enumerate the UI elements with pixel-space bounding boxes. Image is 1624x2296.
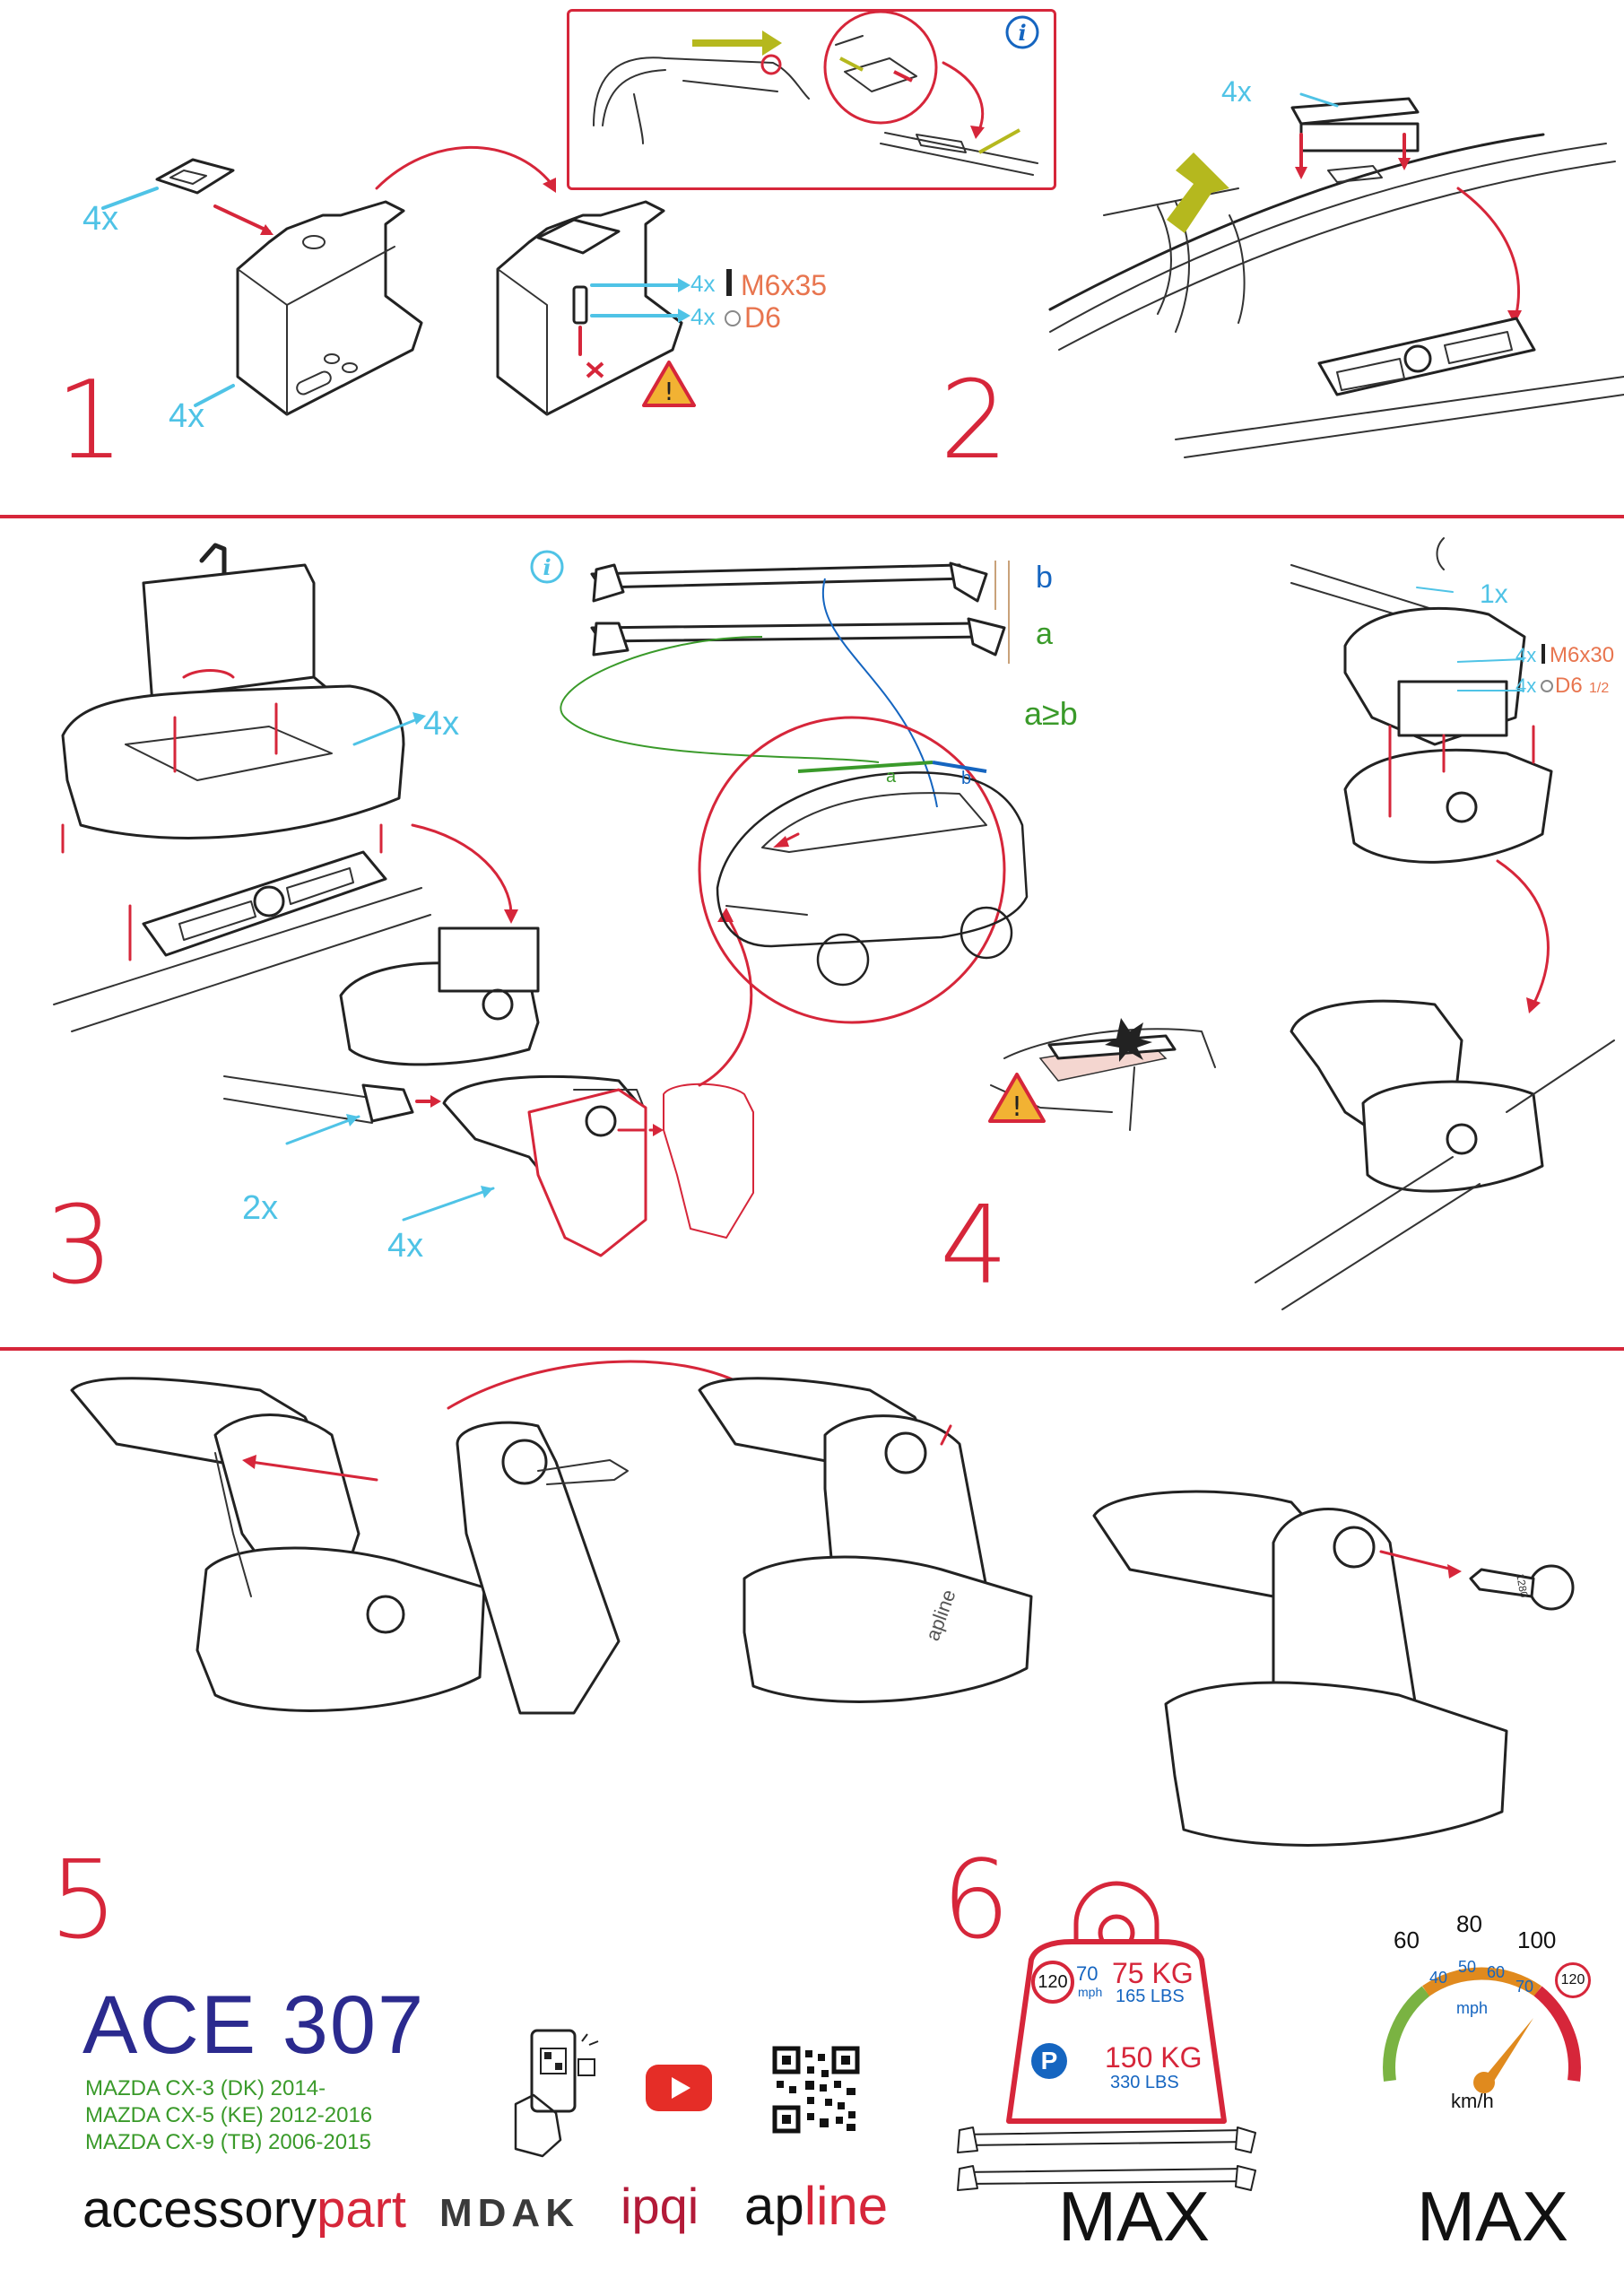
speed-limit-sign: 120 bbox=[1031, 1961, 1074, 2004]
step3-label-b: b bbox=[1036, 561, 1053, 595]
youtube-icon bbox=[646, 2065, 712, 2111]
dynamic-load-kg: 75 KG bbox=[1112, 1957, 1194, 1989]
speedometer-icon bbox=[1383, 1967, 1581, 2093]
step4-key-turn: 1x bbox=[1480, 579, 1508, 609]
step-number-5: 5 bbox=[49, 1839, 118, 1963]
step2-pad-qty: 4x bbox=[1221, 75, 1252, 108]
step3-marker-b: b bbox=[961, 769, 972, 788]
dynamic-load-lbs: 165 LBS bbox=[1116, 1987, 1185, 2006]
speedo-tick-100: 100 bbox=[1517, 1926, 1557, 1953]
step-number-3: 3 bbox=[45, 1184, 114, 1309]
step3-rule: a≥b bbox=[1024, 695, 1078, 732]
info-icon: i bbox=[1005, 15, 1039, 49]
brand-apline: apline bbox=[744, 2179, 888, 2233]
step3-endcap-qty: 2x bbox=[242, 1189, 279, 1227]
max-load-label: MAX bbox=[1058, 2177, 1211, 2256]
svg-text:i: i bbox=[1018, 20, 1026, 46]
warning-icon: ! bbox=[988, 1073, 1046, 1123]
max-speed-label: MAX bbox=[1417, 2177, 1569, 2256]
static-load-kg: 150 KG bbox=[1105, 2041, 1203, 2074]
parking-symbol: P bbox=[1040, 2047, 1058, 2074]
speedo-inner-40: 40 bbox=[1429, 1969, 1448, 1987]
step4-roof-warning-illustration bbox=[990, 1018, 1216, 1131]
brand-accessorypart-a: accessory bbox=[83, 2180, 317, 2239]
bolt-icon bbox=[1541, 644, 1545, 664]
qr-code-icon bbox=[771, 2045, 861, 2135]
svg-text:!: ! bbox=[664, 377, 673, 406]
step4-illustration bbox=[1255, 537, 1615, 1310]
step1-illustration bbox=[101, 145, 690, 416]
speed-limit-value: 120 bbox=[1038, 1972, 1068, 1992]
step3-center-illustration bbox=[560, 561, 1029, 1024]
step1-washer-spec: D6 bbox=[744, 301, 781, 334]
step-number-6: 6 bbox=[942, 1839, 1011, 1963]
speedo-inner-70: 70 bbox=[1515, 1978, 1534, 1996]
brand-accessorypart: accessorypart bbox=[83, 2184, 406, 2236]
speedo-tick-60: 60 bbox=[1394, 1926, 1420, 1953]
step4-bolt-spec: M6x30 bbox=[1550, 643, 1615, 667]
model-list: MAZDA CX-3 (DK) 2014- MAZDA CX-5 (KE) 20… bbox=[85, 2075, 372, 2156]
static-load-lbs: 330 LBS bbox=[1110, 2073, 1179, 2092]
weight-icon bbox=[1006, 1881, 1227, 2124]
info-panel-illustration bbox=[593, 10, 1038, 176]
parking-icon: P bbox=[1031, 2043, 1067, 2079]
step3-cover-qty: 4x bbox=[387, 1227, 424, 1265]
brand-apline-a: ap bbox=[744, 2176, 804, 2236]
model-item: MAZDA CX-9 (TB) 2006-2015 bbox=[85, 2130, 371, 2154]
phone-scan-icon bbox=[514, 2029, 599, 2158]
dynamic-mph-unit: mph bbox=[1078, 1985, 1103, 1999]
speedo-inner-60: 60 bbox=[1487, 1963, 1506, 1981]
step4-washer-fraction: 1/2 bbox=[1589, 681, 1610, 696]
speedo-inner-50: 50 bbox=[1458, 1958, 1477, 1976]
product-code: ACE 307 bbox=[83, 1979, 426, 2071]
speedo-mph: mph bbox=[1456, 1999, 1489, 2017]
section-divider-1 bbox=[0, 515, 1624, 518]
step3-label-a: a bbox=[1036, 617, 1053, 651]
step4-washer-qty: 4x bbox=[1515, 674, 1537, 697]
info-panel bbox=[567, 9, 1056, 190]
step1-bolt-spec: M6x35 bbox=[741, 269, 828, 301]
step1-bracket-qty: 4x bbox=[169, 397, 205, 435]
brand-apline-b: line bbox=[803, 2176, 889, 2236]
speedo-limit-sign: 120 bbox=[1555, 1962, 1591, 1998]
roof-bars-icon bbox=[957, 2126, 1256, 2191]
speedo-limit-value: 120 bbox=[1560, 1972, 1585, 1987]
step3-pad-qty: 4x bbox=[423, 705, 460, 743]
model-item: MAZDA CX-5 (KE) 2012-2016 bbox=[85, 2103, 373, 2127]
svg-text:!: ! bbox=[1012, 1091, 1022, 1123]
step-number-4: 4 bbox=[940, 1184, 1009, 1309]
step4-washer-spec: D6 bbox=[1555, 674, 1583, 698]
step1-clip-qty: 4x bbox=[83, 200, 119, 238]
step1-bolt-qty: 4x bbox=[690, 270, 716, 297]
step4-bolt-qty: 4x bbox=[1515, 644, 1537, 666]
model-item: MAZDA CX-3 (DK) 2014- bbox=[85, 2076, 326, 2100]
brand-mdak: MDAK bbox=[439, 2191, 579, 2235]
dynamic-mph: 70 bbox=[1076, 1962, 1099, 1985]
step3-marker-a: a bbox=[886, 767, 897, 787]
svg-text:i: i bbox=[543, 554, 551, 580]
step1-washer-qty: 4x bbox=[690, 303, 716, 330]
section-divider-2 bbox=[0, 1347, 1624, 1351]
warning-icon: ! bbox=[642, 361, 696, 407]
info-icon: i bbox=[530, 550, 564, 584]
washer-icon bbox=[725, 310, 741, 326]
step-number-1: 1 bbox=[56, 359, 125, 483]
step5-illustration bbox=[70, 1360, 1575, 1847]
speedo-tick-80: 80 bbox=[1456, 1910, 1482, 1937]
washer-icon bbox=[1541, 680, 1553, 692]
step-number-2: 2 bbox=[940, 359, 1009, 483]
brand-ipqi: ipqi bbox=[621, 2178, 699, 2234]
bolt-icon bbox=[726, 269, 732, 296]
step3-illustration-bottom bbox=[223, 908, 754, 1257]
step2-illustration bbox=[1048, 92, 1624, 458]
brand-accessorypart-b: part bbox=[317, 2180, 407, 2239]
speedo-unit: km/h bbox=[1451, 2090, 1494, 2112]
step3-illustration-left bbox=[53, 543, 540, 1066]
